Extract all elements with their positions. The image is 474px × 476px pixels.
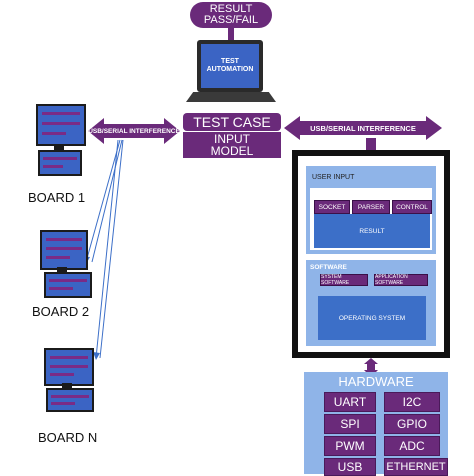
board-2 bbox=[40, 230, 92, 298]
usb-box: USB bbox=[324, 458, 376, 476]
laptop-base bbox=[186, 92, 276, 102]
result-box: RESULT bbox=[314, 214, 430, 248]
result-connector bbox=[228, 28, 234, 42]
hardware-panel: HARDWARE UART I2C SPI GPIO PWM ADC USB E… bbox=[304, 372, 448, 476]
usb-right-label: USB/SERIAL INTERFERENCE bbox=[310, 123, 416, 133]
gpio-box: GPIO bbox=[384, 414, 440, 434]
board-1-screen bbox=[36, 104, 86, 146]
input-model-label: INPUT MODEL bbox=[183, 132, 281, 158]
board-2-panel bbox=[44, 272, 92, 298]
laptop: TEST AUTOMATION bbox=[197, 40, 263, 92]
board-1-label: BOARD 1 bbox=[28, 190, 86, 205]
user-input-panel: USER INPUT SOCKET PARSER CONTROL RESULT bbox=[306, 166, 436, 254]
user-input-title: USER INPUT bbox=[312, 174, 355, 181]
adc-box: ADC bbox=[384, 436, 440, 456]
ethernet-box: ETHERNET bbox=[384, 458, 448, 476]
usb-left-arrow bbox=[88, 118, 180, 144]
board-n-screen bbox=[44, 348, 94, 386]
system-frame: USER INPUT SOCKET PARSER CONTROL RESULT … bbox=[292, 150, 450, 358]
board-2-label: BOARD 2 bbox=[32, 304, 90, 319]
link-board2 bbox=[85, 139, 121, 263]
software-panel: SOFTWARE SYSTEM SOFTWARE APPLICATION SOF… bbox=[306, 260, 436, 346]
usb-left-label: USB/SERIAL INTERFERENCE bbox=[88, 127, 180, 135]
board-1-panel bbox=[38, 150, 82, 176]
software-title: SOFTWARE bbox=[310, 264, 347, 271]
link-boardn bbox=[95, 139, 119, 359]
link-board2b bbox=[91, 139, 123, 263]
hardware-title: HARDWARE bbox=[338, 373, 414, 389]
board-1 bbox=[36, 104, 86, 176]
arrow-head-boardn bbox=[93, 352, 100, 360]
system-software-button: SYSTEM SOFTWARE bbox=[320, 274, 368, 286]
result-bubble: RESULT PASS/FAIL bbox=[190, 2, 272, 28]
control-button: CONTROL bbox=[392, 200, 432, 214]
parser-button: PARSER bbox=[352, 200, 390, 214]
socket-button: SOCKET bbox=[314, 200, 350, 214]
board-n-stand bbox=[62, 383, 72, 388]
operating-system-box: OPERATING SYSTEM bbox=[318, 296, 426, 340]
board-n-panel bbox=[46, 388, 94, 412]
application-software-button: APPLICATION SOFTWARE bbox=[374, 274, 428, 286]
board-2-stand bbox=[57, 267, 67, 272]
box-connector bbox=[366, 138, 376, 150]
board-n-label: BOARD N bbox=[38, 430, 98, 445]
i2c-box: I2C bbox=[384, 392, 440, 412]
usb-right-arrow bbox=[284, 116, 442, 140]
link-boardn-b bbox=[99, 139, 124, 359]
pwm-box: PWM bbox=[324, 436, 376, 456]
board-1-stand bbox=[54, 144, 64, 150]
board-n bbox=[44, 348, 98, 412]
test-case-label: TEST CASE bbox=[183, 113, 281, 131]
laptop-screen: TEST AUTOMATION bbox=[201, 44, 259, 88]
spi-box: SPI bbox=[324, 414, 376, 434]
uart-box: UART bbox=[324, 392, 376, 412]
board-2-screen bbox=[40, 230, 88, 270]
